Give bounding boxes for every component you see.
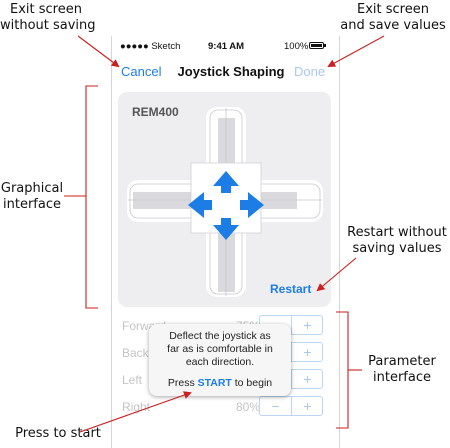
battery-icon bbox=[309, 42, 324, 49]
annotation-line: and save values bbox=[340, 18, 446, 33]
right-stepper: − + bbox=[259, 396, 323, 416]
arrow-left-icon bbox=[188, 192, 212, 218]
page-title: Joystick Shaping bbox=[177, 64, 285, 79]
battery-percent: 100% bbox=[284, 41, 309, 52]
annotation-line: without saving bbox=[0, 18, 96, 33]
status-bar: ●●●●● Sketch 9:41 AM 100% bbox=[112, 36, 339, 56]
dialog-message-line: far as is comfortable in bbox=[167, 343, 273, 355]
param-label: Left bbox=[122, 373, 143, 387]
annotation-restart-without-saving: Restart without saving values bbox=[344, 225, 450, 257]
graphical-interface-card: REM400 Restart bbox=[118, 92, 331, 307]
stepper-divider bbox=[291, 343, 292, 361]
annotation-line: Graphical bbox=[0, 181, 64, 196]
param-row-right: Right 80% − + bbox=[112, 393, 339, 421]
phone-screen: ●●●●● Sketch 9:41 AM 100% Cancel Joystic… bbox=[111, 36, 340, 448]
stepper-divider bbox=[291, 316, 292, 334]
param-row-back: Back − + bbox=[112, 339, 339, 367]
dialog-message-line: Deflect the joystick as bbox=[169, 330, 271, 342]
forward-increase-button[interactable]: + bbox=[292, 316, 323, 334]
annotation-graphical-interface: Graphical interface bbox=[0, 181, 64, 213]
carrier-label: ●●●●● Sketch bbox=[120, 41, 181, 52]
back-increase-button[interactable]: + bbox=[292, 343, 323, 361]
stepper-divider bbox=[291, 397, 292, 415]
start-dialog: Deflect the joystick as far as is comfor… bbox=[149, 324, 291, 396]
param-label: Right bbox=[122, 400, 151, 414]
dialog-message-line: each direction. bbox=[185, 356, 255, 368]
stepper-divider bbox=[291, 370, 292, 388]
arrow-right-icon bbox=[240, 192, 264, 218]
battery-cap-icon bbox=[324, 44, 326, 47]
dialog-message: Deflect the joystick as far as is comfor… bbox=[155, 330, 285, 369]
annotation-line: saving values bbox=[352, 241, 442, 256]
start-prefix: Press bbox=[167, 377, 198, 389]
annotation-exit-without-saving: Exit screen without saving bbox=[0, 2, 96, 34]
start-suffix: to begin bbox=[231, 377, 273, 389]
annotation-line: Exit screen bbox=[10, 2, 82, 17]
annotation-press-to-start: Press to start bbox=[15, 426, 101, 441]
bracket-graphical-interface bbox=[85, 85, 98, 309]
arrow-down-icon bbox=[213, 218, 239, 240]
annotation-line: interface bbox=[3, 197, 61, 212]
annotation-line: Parameter bbox=[368, 354, 436, 369]
joystick-diagram bbox=[127, 107, 323, 297]
param-label: Back bbox=[122, 346, 149, 360]
right-increase-button[interactable]: + bbox=[292, 397, 323, 415]
navigation-bar: Cancel Joystick Shaping Done bbox=[112, 56, 339, 86]
annotation-line: Restart without bbox=[347, 225, 447, 240]
arrow-up-icon bbox=[213, 171, 239, 193]
start-instruction: Press START to begin bbox=[155, 377, 285, 389]
right-decrease-button[interactable]: − bbox=[260, 397, 291, 415]
done-button[interactable]: Done bbox=[294, 64, 326, 79]
restart-button[interactable]: Restart bbox=[270, 282, 312, 296]
device-label: REM400 bbox=[132, 105, 179, 119]
cancel-button[interactable]: Cancel bbox=[121, 64, 162, 79]
annotation-exit-and-save: Exit screen and save values bbox=[336, 2, 450, 34]
annotation-line: Exit screen bbox=[357, 2, 429, 17]
left-increase-button[interactable]: + bbox=[292, 370, 323, 388]
direction-arrows bbox=[188, 171, 264, 240]
status-time: 9:41 AM bbox=[208, 41, 245, 52]
param-value: 80% bbox=[235, 400, 260, 414]
annotation-line: interface bbox=[373, 370, 431, 385]
annotation-parameter-interface: Parameter interface bbox=[362, 354, 442, 386]
start-button[interactable]: START bbox=[197, 377, 232, 389]
